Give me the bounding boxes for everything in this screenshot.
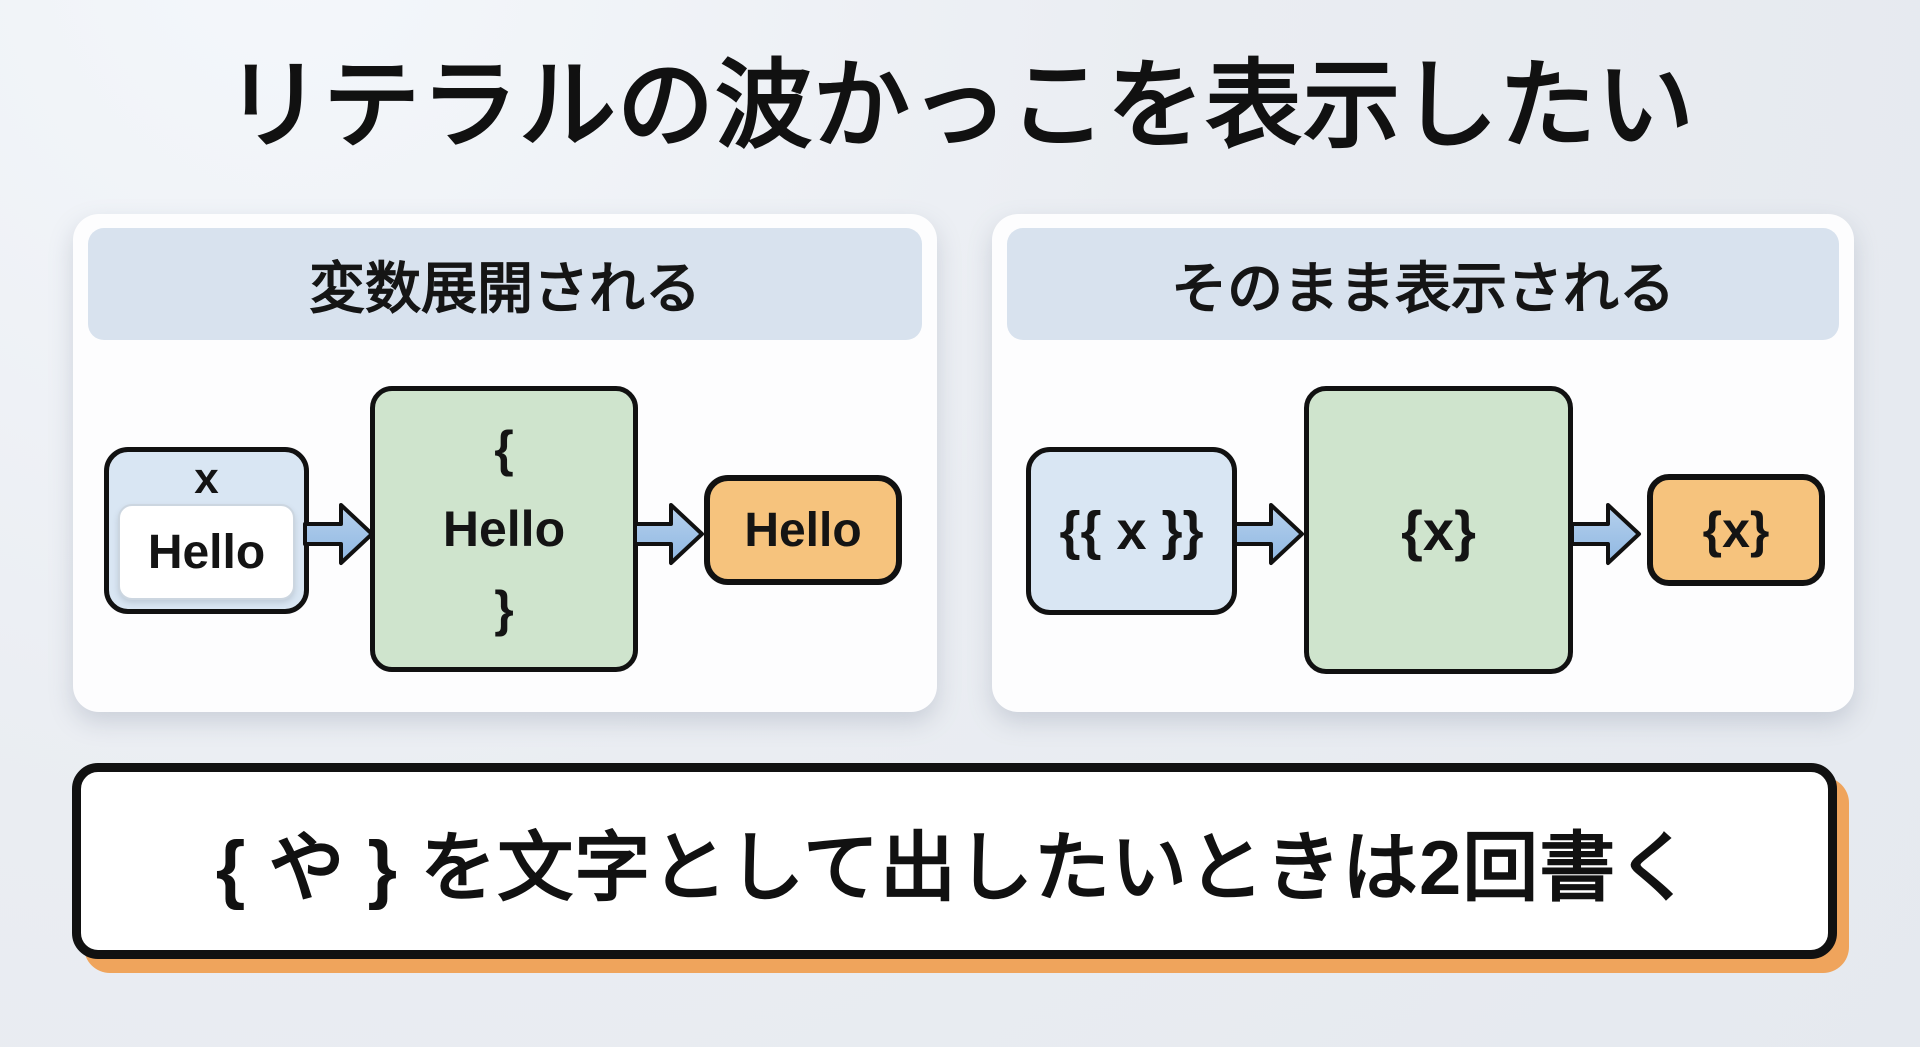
variable-name-label: x (194, 454, 219, 503)
template-literal-label: {x} (1401, 498, 1476, 562)
template-line-close-brace: } (494, 581, 514, 637)
panel-left-header: 変数展開される (88, 228, 922, 340)
panel-right-header: そのまま表示される (1007, 228, 1839, 340)
variable-value-label: Hello (147, 525, 266, 579)
arrow-right-icon (1233, 503, 1304, 565)
template-box: { Hello } (370, 386, 638, 672)
output-label: Hello (744, 503, 862, 557)
note-banner: { や } を文字として出したいときは2回書く (72, 763, 1837, 959)
input-variable-box: x Hello (104, 447, 309, 614)
variable-value-box: Hello (118, 504, 295, 600)
template-line-value: Hello (442, 501, 566, 557)
note-text: { や } を文字として出したいときは2回書く (215, 826, 1694, 911)
panel-literal-display: そのまま表示される {{ x }} {x} {x} (992, 214, 1854, 712)
arrow-right-icon (303, 503, 374, 565)
output-box: Hello (704, 475, 902, 585)
template-line-open-brace: { (494, 421, 514, 477)
panel-variable-expansion: 変数展開される x Hello { Hello } Hello (73, 214, 937, 712)
page-title: リテラルの波かっこを表示したい (225, 51, 1695, 160)
arrow-right-icon (633, 503, 704, 565)
arrow-right-icon (1570, 503, 1641, 565)
output-literal-box: {x} (1647, 474, 1825, 586)
input-literal-label: {{ x }} (1059, 501, 1204, 561)
panel-left-header-label: 変数展開される (309, 256, 701, 320)
panel-right-header-label: そのまま表示される (1171, 256, 1675, 320)
template-literal-box: {x} (1304, 386, 1573, 674)
output-literal-label: {x} (1702, 502, 1770, 558)
input-literal-box: {{ x }} (1026, 447, 1237, 615)
